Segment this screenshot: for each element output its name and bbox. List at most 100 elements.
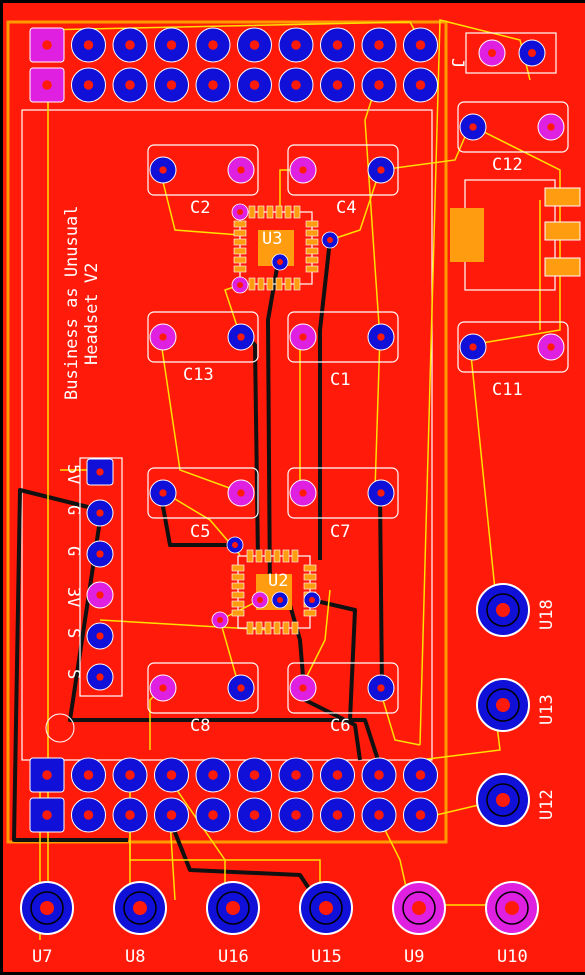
title-line-2: Headset V2 bbox=[82, 263, 102, 365]
ic-pad bbox=[282, 549, 290, 563]
ic-pad bbox=[233, 229, 247, 237]
header-pin-hole bbox=[83, 810, 94, 820]
jack-ring bbox=[30, 891, 64, 925]
ic-pad bbox=[303, 564, 317, 572]
ic-pad bbox=[293, 277, 301, 291]
capacitor-c5: C5 bbox=[147, 467, 259, 542]
capacitor-pad-1-hole bbox=[299, 489, 307, 497]
jack-u15: U15 bbox=[299, 881, 353, 967]
jack-ring bbox=[309, 891, 343, 925]
ic-pad bbox=[291, 549, 299, 563]
ic-pad bbox=[231, 582, 245, 590]
capacitor-pad-1-hole bbox=[469, 123, 477, 131]
capacitor-pad-2-hole bbox=[377, 684, 385, 692]
capacitor-outline bbox=[457, 321, 569, 373]
ic-pad bbox=[231, 573, 245, 581]
ic-pad bbox=[246, 549, 254, 563]
via-hole bbox=[309, 597, 315, 603]
header-pin-hole bbox=[291, 770, 301, 780]
ic-pad bbox=[305, 229, 319, 237]
ic-pad bbox=[305, 265, 319, 273]
capacitor-c1: C1 bbox=[287, 311, 399, 390]
jack-hole bbox=[40, 901, 54, 915]
header-pin-hole bbox=[166, 80, 177, 90]
capacitor-label: C11 bbox=[492, 380, 523, 400]
header-pin-hole bbox=[415, 810, 426, 820]
ic-label: U3 bbox=[262, 229, 282, 249]
pin-header-label: S bbox=[63, 669, 83, 679]
ic-label: U2 bbox=[268, 571, 288, 591]
ic-pad bbox=[231, 564, 245, 572]
via-hole bbox=[257, 597, 263, 603]
ic-pad bbox=[273, 549, 281, 563]
ic-pad bbox=[257, 205, 265, 219]
board-title: Business as Unusual Headset V2 bbox=[62, 206, 102, 400]
ic-pad bbox=[273, 621, 281, 635]
capacitor-label: C1 bbox=[330, 370, 350, 390]
capacitor-outline bbox=[147, 311, 259, 363]
regulator-footprint bbox=[450, 179, 581, 291]
capacitor-outline bbox=[457, 101, 569, 153]
capacitor-c11: C11 bbox=[457, 321, 569, 400]
jack-label: U15 bbox=[311, 947, 342, 967]
ic-pad bbox=[264, 549, 272, 563]
header-pin-hole bbox=[83, 770, 94, 780]
title-line-1: Business as Unusual bbox=[62, 206, 82, 400]
jack-hole bbox=[133, 901, 147, 915]
capacitor-pad-2-hole bbox=[377, 333, 385, 341]
capacitor-pad-1-hole bbox=[299, 684, 307, 692]
jack-hole bbox=[505, 901, 519, 915]
pin-header-pad-hole bbox=[96, 468, 104, 476]
header-pin-hole bbox=[42, 80, 52, 90]
pin-header-pad-hole bbox=[96, 673, 104, 681]
capacitor-c2: C2 bbox=[147, 144, 259, 218]
capacitor-label: C8 bbox=[190, 716, 210, 736]
pin-header-label: G bbox=[63, 546, 83, 556]
ic-pad bbox=[233, 247, 247, 255]
capacitor-outline bbox=[147, 662, 259, 714]
header-pin-hole bbox=[83, 40, 94, 50]
header-pin-hole bbox=[125, 80, 135, 90]
via-hole bbox=[237, 209, 243, 215]
capacitor-c13: C13 bbox=[147, 311, 259, 385]
pin-header-pad-hole bbox=[96, 509, 104, 517]
capacitor-pad-2-hole bbox=[237, 333, 245, 341]
capacitor-pad-1-hole bbox=[469, 343, 477, 351]
pin-header-label: S bbox=[63, 628, 83, 638]
ic-pad bbox=[255, 621, 263, 635]
ic-pad bbox=[233, 256, 247, 264]
jack-label: U9 bbox=[404, 947, 424, 967]
header-top bbox=[29, 27, 438, 103]
board-outline bbox=[6, 20, 448, 844]
jack-hole bbox=[226, 901, 240, 915]
header-pin-hole bbox=[374, 80, 384, 90]
capacitor-label: C5 bbox=[190, 522, 210, 542]
header-bottom bbox=[29, 757, 438, 833]
capacitor-pad-2-hole bbox=[237, 166, 245, 174]
jack-label: U8 bbox=[125, 947, 145, 967]
via-hole bbox=[277, 259, 283, 265]
jack-hole bbox=[496, 603, 510, 617]
ic-pad bbox=[305, 247, 319, 255]
j-label: J bbox=[447, 58, 467, 68]
header-pin-hole bbox=[332, 40, 343, 50]
ic-pad bbox=[303, 609, 317, 617]
header-pin-hole bbox=[374, 770, 384, 780]
mounting-hole-marker bbox=[45, 713, 75, 743]
jack-ring bbox=[486, 593, 520, 627]
capacitor-pad-2-hole bbox=[377, 166, 385, 174]
capacitor-pad-2-hole bbox=[377, 489, 385, 497]
ic-pad bbox=[264, 621, 272, 635]
header-pin-hole bbox=[166, 770, 177, 780]
ic-pad bbox=[305, 220, 319, 228]
header-pin-hole bbox=[291, 810, 301, 820]
j-pad-2-hole bbox=[528, 49, 536, 57]
via-hole bbox=[217, 617, 223, 623]
ic-pad bbox=[305, 256, 319, 264]
ic-pad bbox=[231, 600, 245, 608]
ic-pad bbox=[255, 549, 263, 563]
